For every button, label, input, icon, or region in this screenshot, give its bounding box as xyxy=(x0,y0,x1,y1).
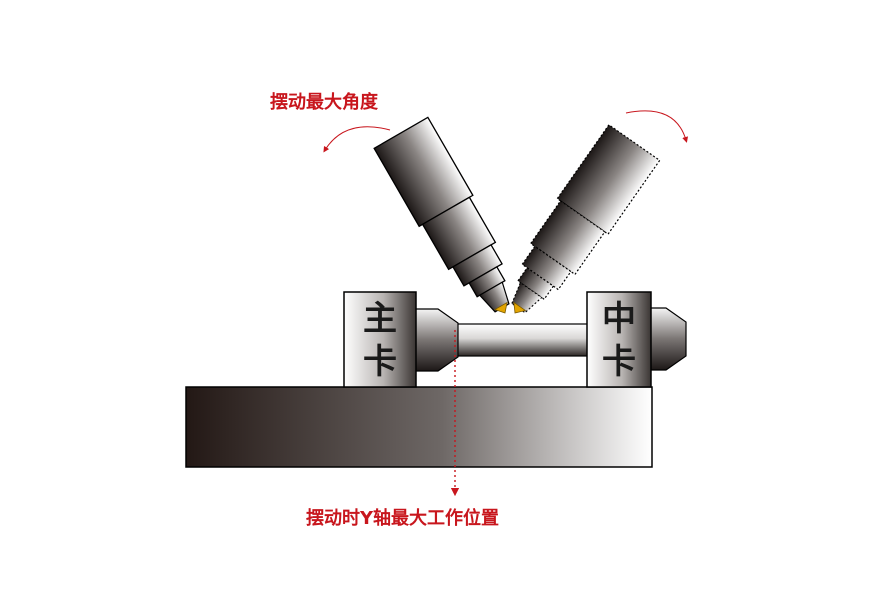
swing-arrow-right xyxy=(625,110,689,143)
middle-chuck-label-2: 卡 xyxy=(602,342,636,382)
middle-chuck-cone xyxy=(649,307,687,371)
swing-max-angle-label: 摆动最大角度 xyxy=(270,91,379,113)
main-chuck-label-1: 主 xyxy=(363,299,397,339)
middle-chuck-label-1: 中 xyxy=(602,299,636,339)
middle-chuck-block xyxy=(586,291,652,388)
tool-left-solid xyxy=(373,116,510,314)
main-chuck-label-2: 卡 xyxy=(363,342,397,382)
tool-tip-left xyxy=(493,301,508,314)
y-axis-max-position-label: 摆动时Y轴最大工作位置 xyxy=(306,507,499,529)
tool-right-ghost xyxy=(511,123,661,314)
main-chuck-cone xyxy=(414,308,459,372)
swing-arrow-left xyxy=(323,126,391,153)
tool-tip-right xyxy=(513,301,527,314)
main-chuck-block xyxy=(343,291,417,388)
workpiece-bar xyxy=(454,323,590,357)
machine-bed xyxy=(185,386,653,468)
